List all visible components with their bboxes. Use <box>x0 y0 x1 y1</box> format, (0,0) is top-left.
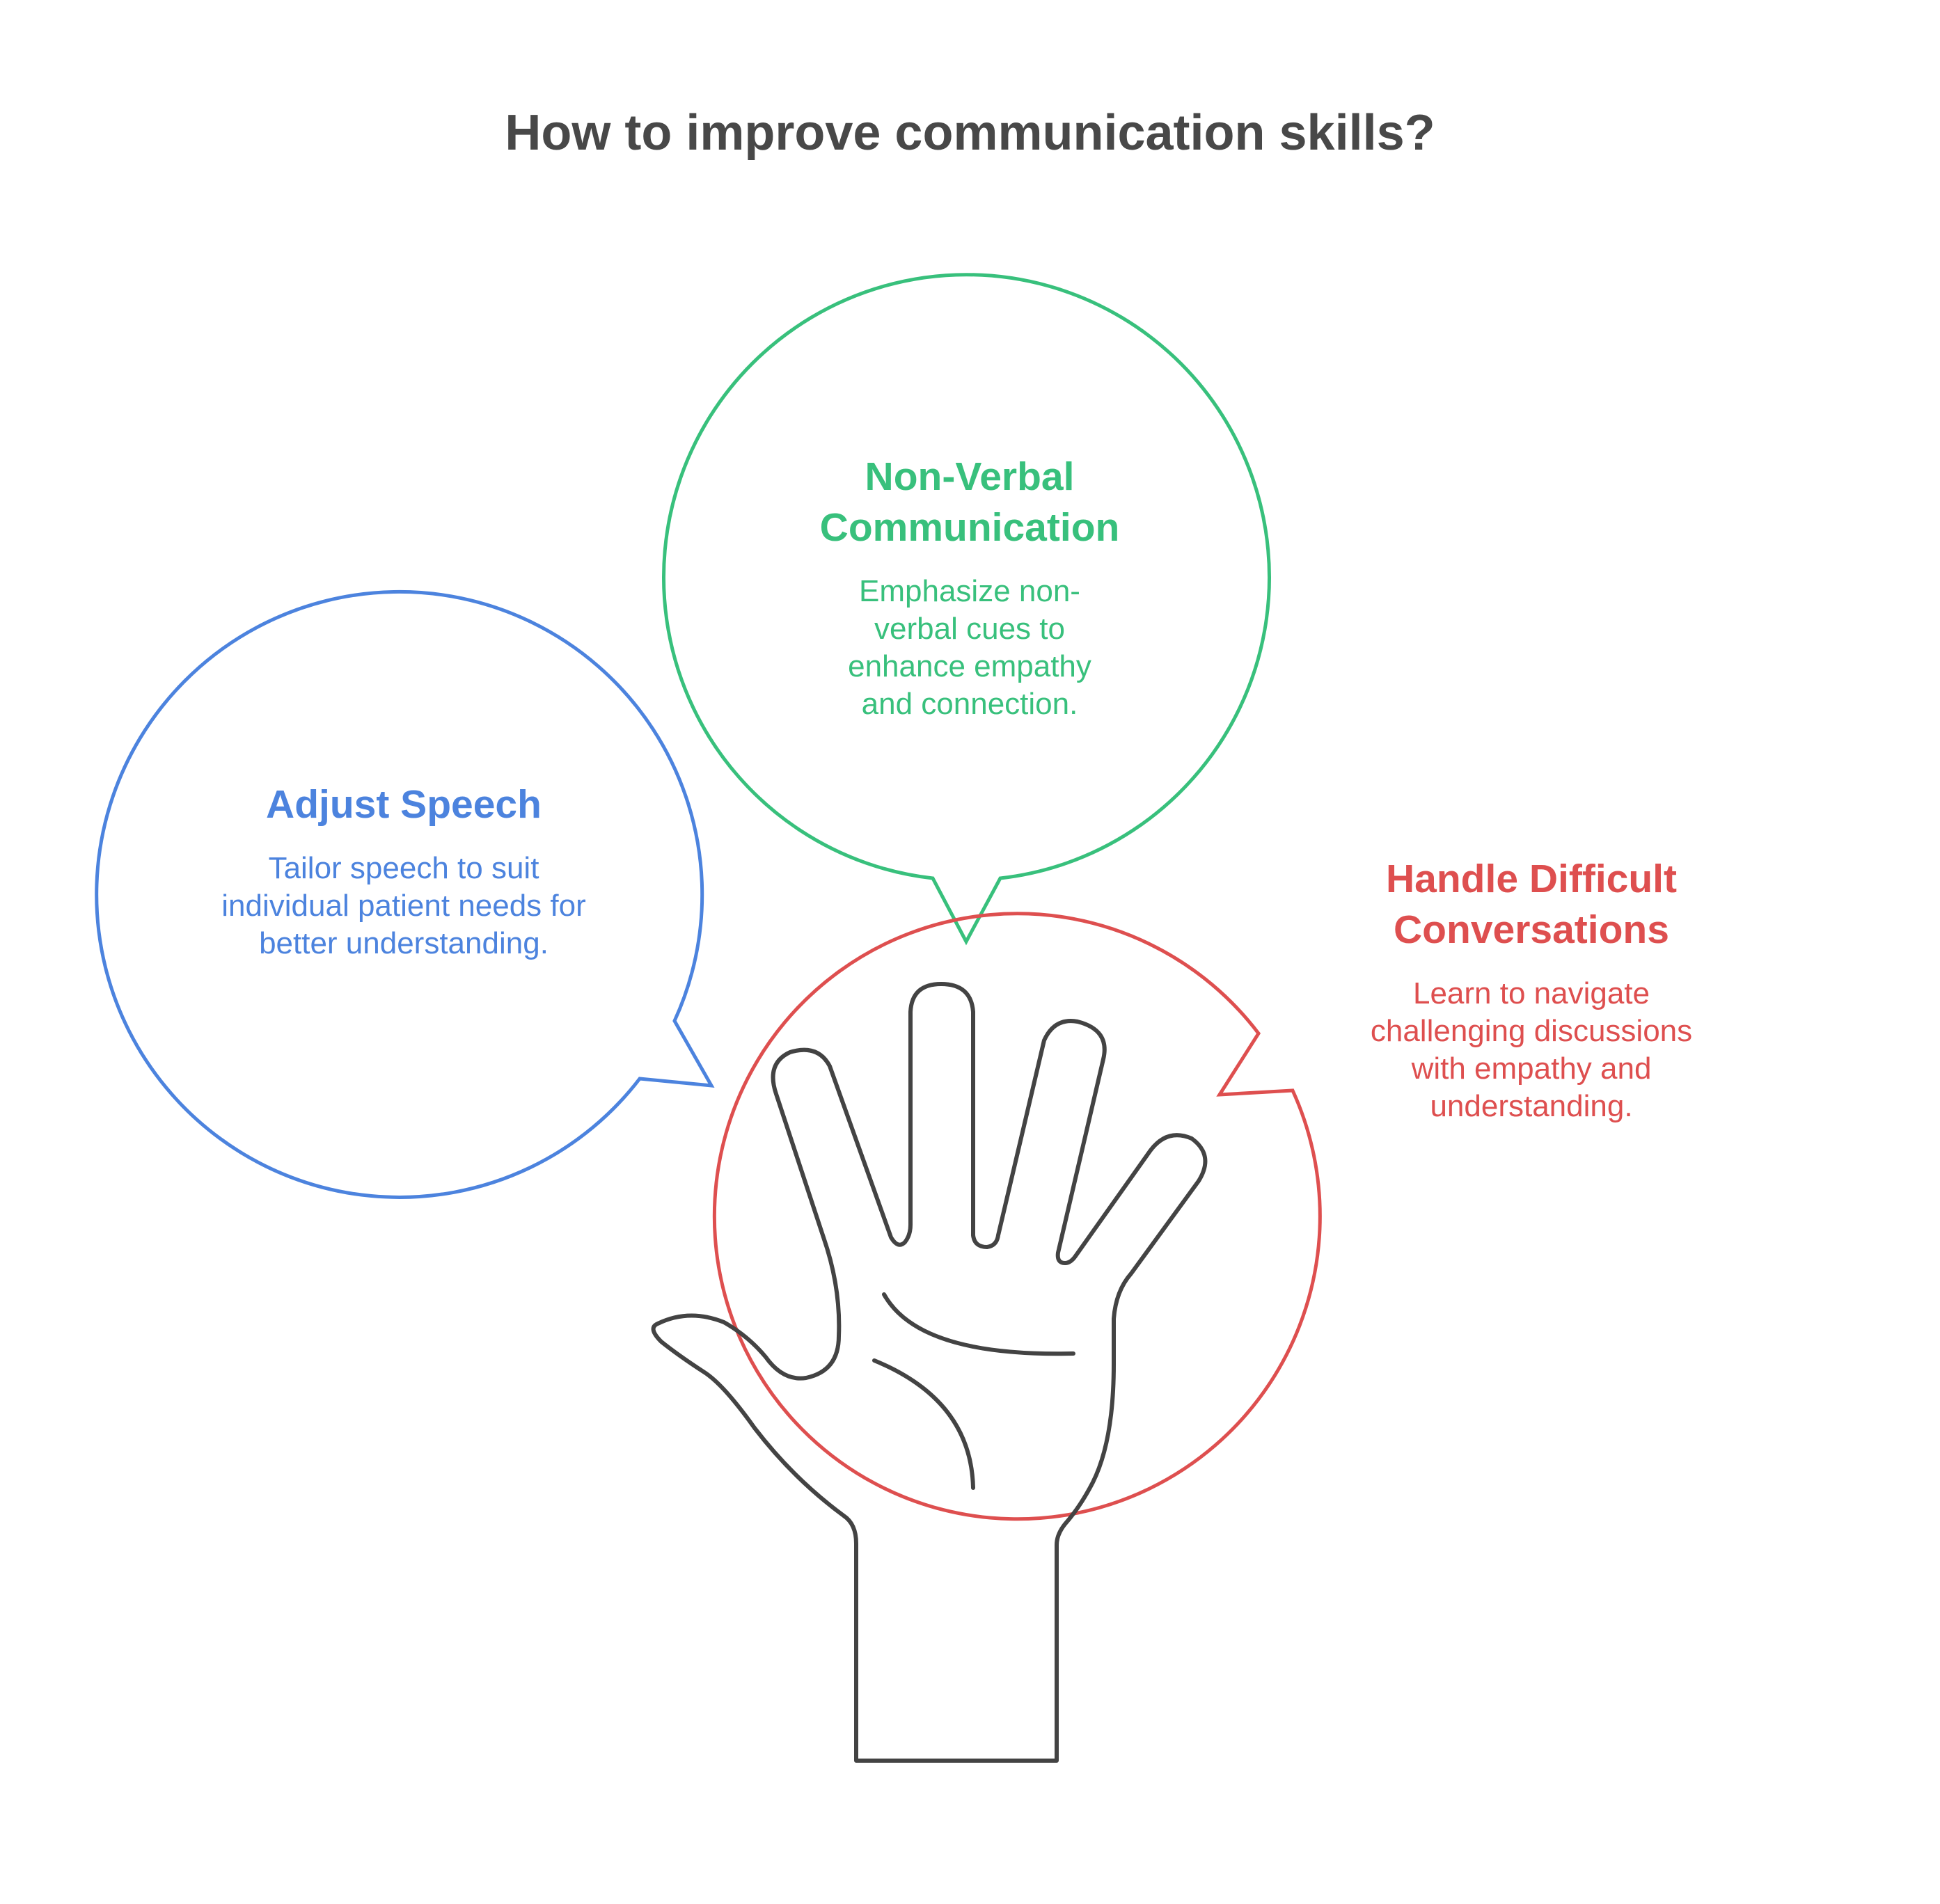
speech-bubble-center <box>662 273 1271 946</box>
difficult-conversations-heading: Handle Difficult Conversations <box>1385 857 1677 952</box>
non-verbal-description: Emphasize non-verbal cues to enhance emp… <box>848 574 1091 721</box>
open-hand-icon <box>651 982 1208 1763</box>
adjust-speech-description: Tailor speech to suit individual patient… <box>221 851 586 960</box>
bubble-right-text: Handle Difficult Conversations Learn to … <box>1350 854 1712 1125</box>
bubble-left-text: Adjust Speech Tailor speech to suit indi… <box>216 779 592 962</box>
speech-bubble-right <box>712 912 1322 1521</box>
adjust-speech-heading: Adjust Speech <box>266 782 542 827</box>
palm-line-lower <box>872 1358 975 1490</box>
page-title: How to improve communication skills? <box>505 105 1435 161</box>
hand-outline <box>651 982 1208 1763</box>
bubble-center-text: Non-Verbal Communication Emphasize non-v… <box>785 452 1154 723</box>
non-verbal-heading: Non-Verbal Communication <box>819 454 1120 550</box>
difficult-conversations-description: Learn to navigate challenging discussion… <box>1370 976 1693 1123</box>
palm-line-upper <box>882 1292 1075 1356</box>
speech-bubble-left <box>95 589 715 1199</box>
